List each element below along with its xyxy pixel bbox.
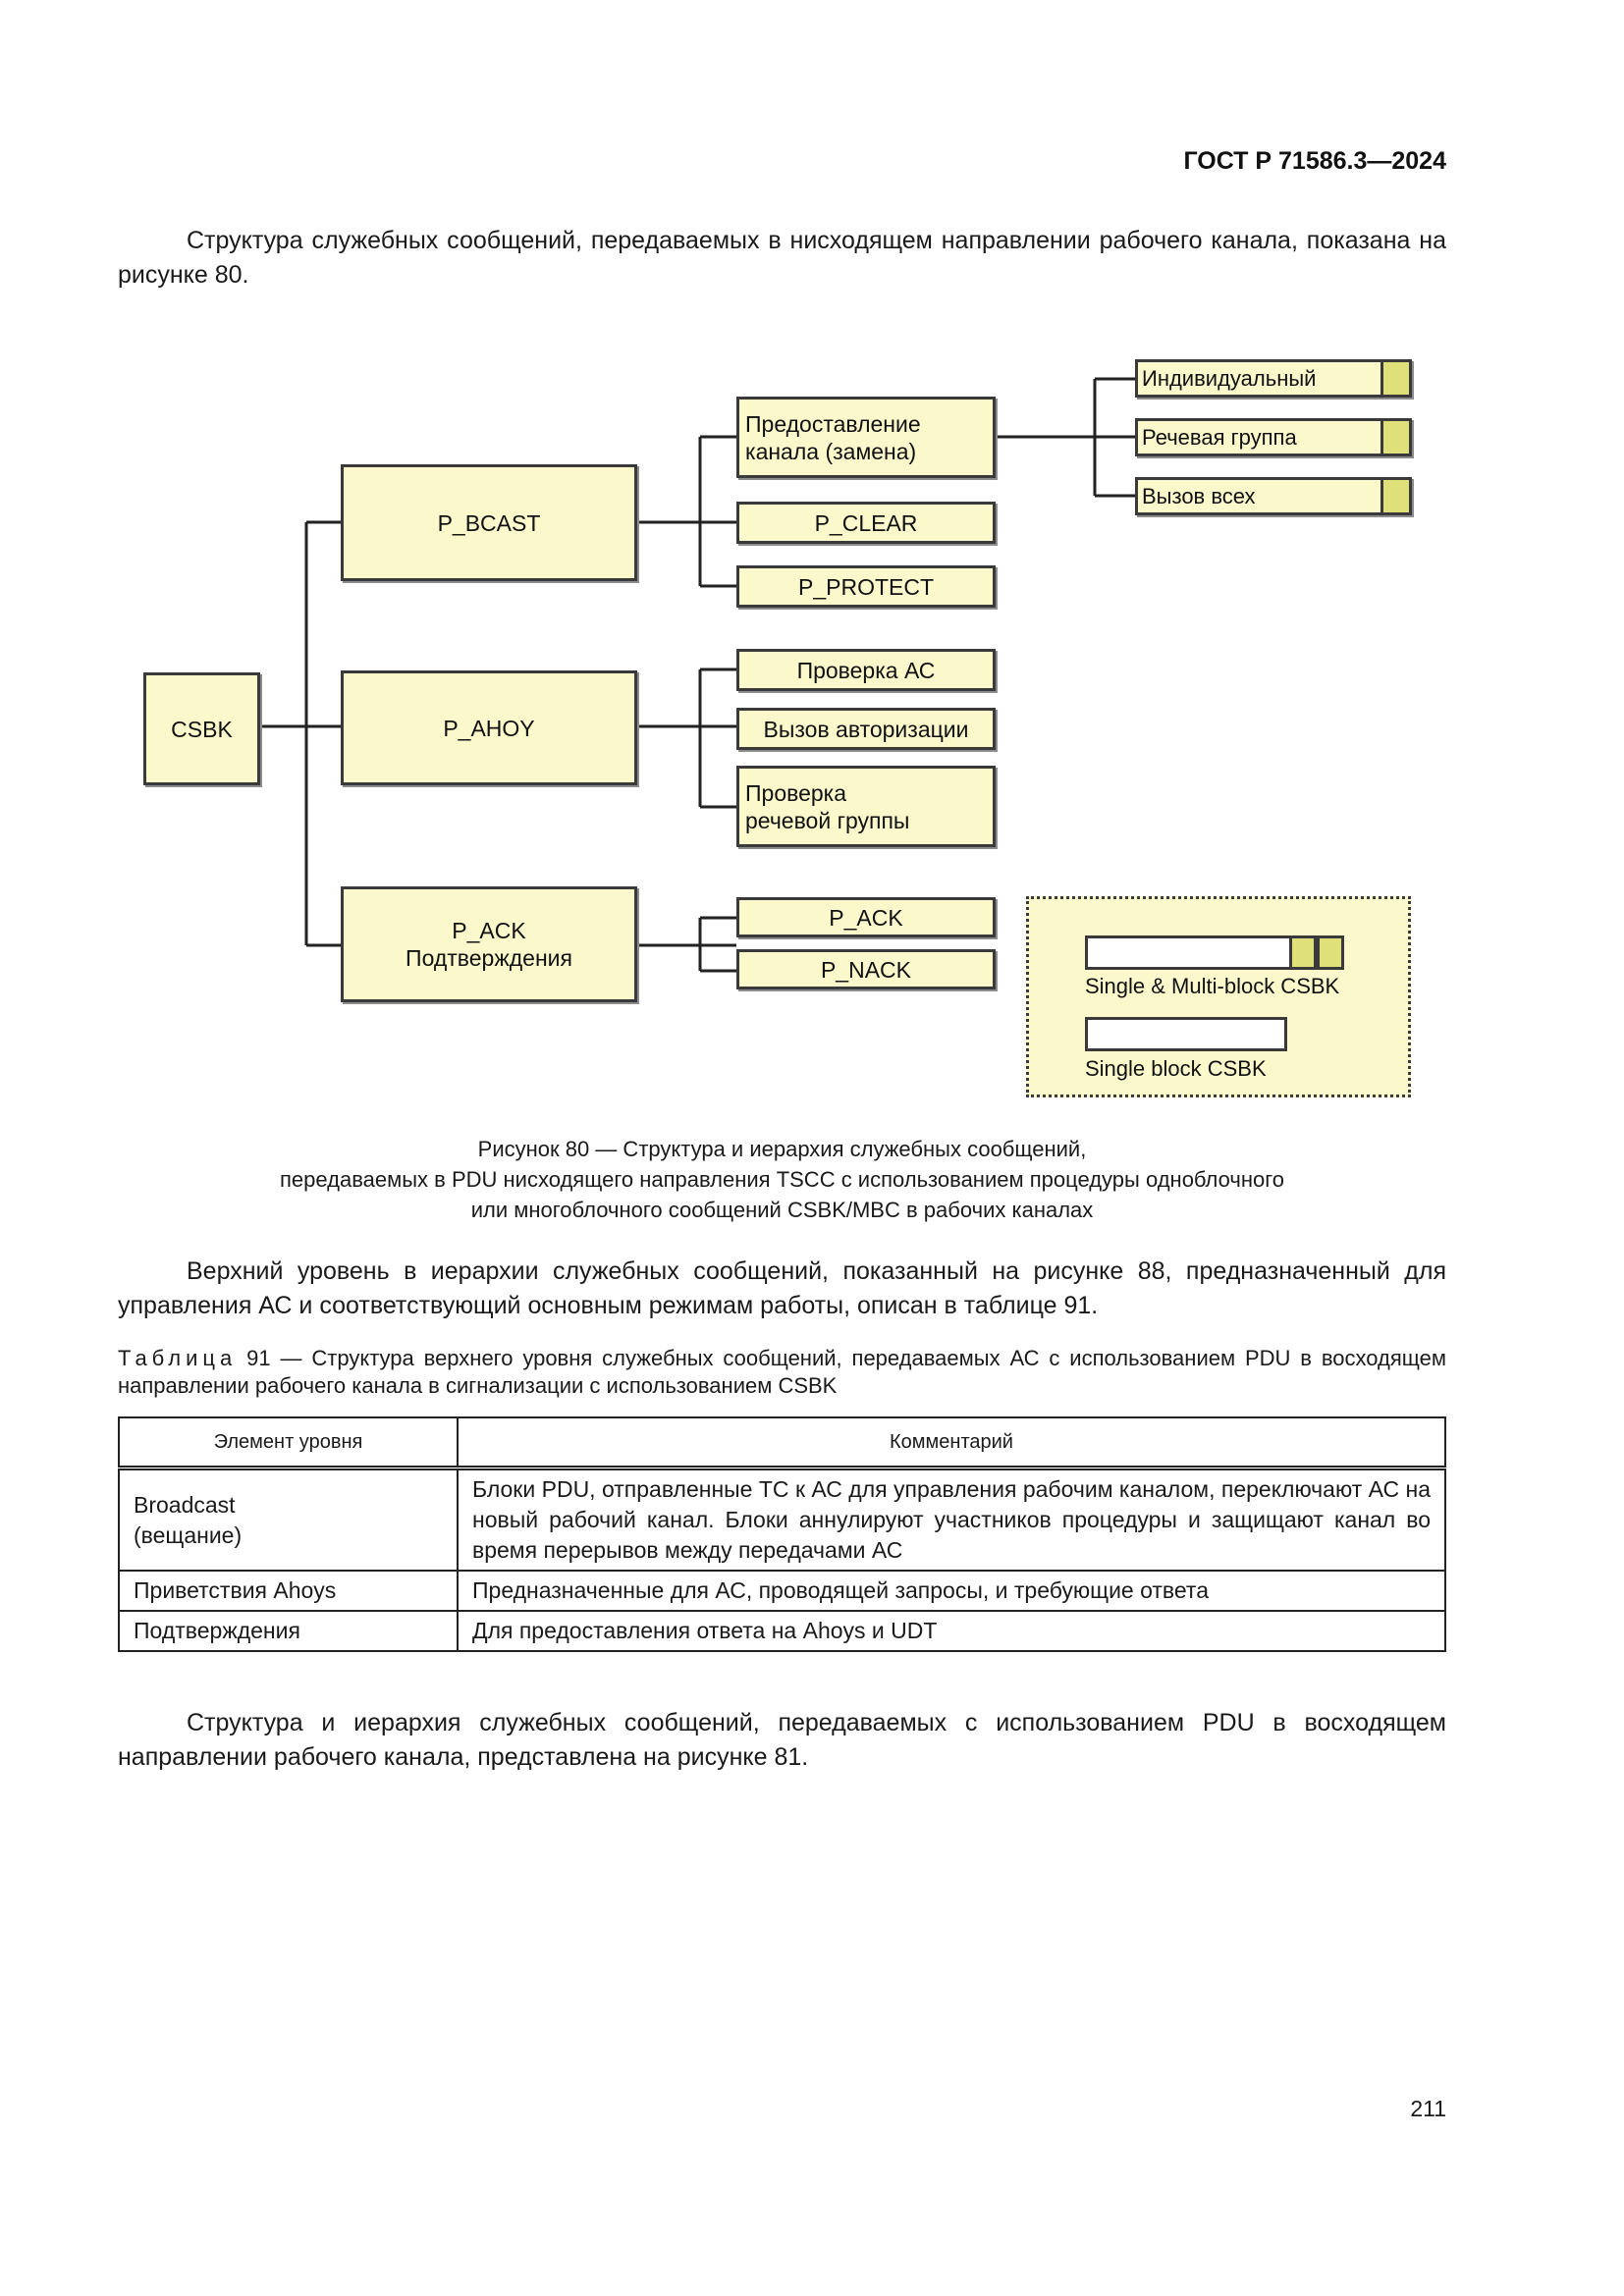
legend-singleblock-label: Single block CSBK (1085, 1056, 1267, 1081)
table-cell-element: Broadcast (вещание) (118, 1467, 459, 1572)
figure-caption-line-3: или многоблочного сообщений CSBK/MBC в р… (470, 1198, 1094, 1222)
page-number: 211 (1410, 2096, 1446, 2121)
table-cell-comment: Блоки PDU, отправленные ТС к АС для упра… (457, 1467, 1446, 1572)
legend-singleblock-swatch (1085, 1017, 1287, 1051)
check-ac-box: Проверка АС (736, 649, 996, 691)
all-call-label: Вызов всех (1142, 483, 1256, 508)
p-clear-box: P_CLEAR (736, 502, 996, 544)
table-title: Таблица 91 — Структура верхнего уровня с… (118, 1345, 1446, 1400)
legend-multiblock-label: Single & Multi-block CSBK (1085, 974, 1340, 998)
table-row: Подтверждения Для предоставления ответа … (118, 1610, 1446, 1652)
table-cell-comment: Предназначенные для АС, проводящей запро… (457, 1570, 1446, 1612)
intro-paragraph: Структура служебных сообщений, передавае… (118, 227, 1446, 289)
table-cell-element: Приветствия Ahoys (118, 1570, 459, 1612)
talkgroup-call-box: Речевая группа (1135, 418, 1412, 456)
table-row: Broadcast (вещание) Блоки PDU, отправлен… (118, 1467, 1446, 1572)
table-cell-comment: Для предоставления ответа на Ahoys и UDT (457, 1610, 1446, 1652)
table-row: Приветствия Ahoys Предназначенные для АС… (118, 1570, 1446, 1612)
legend-cap-1 (1289, 935, 1317, 970)
multiblock-indicator (1380, 359, 1412, 398)
figure-caption-line-2: передаваемых в PDU нисходящего направлен… (280, 1167, 1284, 1192)
element-name: Broadcast (134, 1491, 236, 1518)
authorization-call-box: Вызов авторизации (736, 708, 996, 750)
table-cell-element: Подтверждения (118, 1610, 459, 1652)
p-bcast-box: P_BCAST (341, 464, 637, 581)
csbk-root-box: CSBK (143, 672, 260, 785)
talkgroup-call-label: Речевая группа (1142, 424, 1297, 450)
document-id: ГОСТ Р 71586.3—2024 (1183, 147, 1446, 175)
level-structure-table: Элемент уровня Комментарий Broadcast (ве… (118, 1416, 1446, 1652)
legend-multiblock-swatch (1085, 935, 1344, 970)
closing-paragraph: Структура и иерархия служебных сообщений… (118, 1709, 1446, 1771)
p-ahoy-box: P_AHOY (341, 670, 637, 785)
talkgroup-check-box: Проверка речевой группы (736, 766, 996, 847)
channel-grant-box: Предоставление канала (замена) (736, 397, 996, 478)
p-ack-leaf-box: P_ACK (736, 897, 996, 937)
figure-caption: Рисунок 80 — Структура и иерархия служеб… (118, 1134, 1446, 1225)
individual-call-label: Индивидуальный (1142, 365, 1317, 391)
multiblock-indicator (1380, 418, 1412, 456)
p-ack-box-subtitle: Подтверждения (406, 945, 572, 971)
multiblock-indicator (1380, 477, 1412, 515)
individual-call-box: Индивидуальный (1135, 359, 1412, 398)
all-call-box: Вызов всех (1135, 477, 1412, 515)
p-protect-box: P_PROTECT (736, 565, 996, 608)
p-ack-box-title: P_ACK (452, 918, 526, 943)
table-header-row: Элемент уровня Комментарий (118, 1416, 1446, 1469)
table-label: Таблица (118, 1346, 238, 1370)
legend-cap-2 (1317, 935, 1344, 970)
p-ack-confirmations-box: P_ACK Подтверждения (341, 886, 637, 1002)
p-nack-box: P_NACK (736, 949, 996, 989)
hierarchy-paragraph: Верхний уровень в иерархии служебных соо… (118, 1257, 1446, 1319)
table-title-text: 91 — Структура верхнего уровня служебных… (118, 1346, 1446, 1398)
element-translation: (вещание) (134, 1522, 243, 1548)
diagram-legend: Single & Multi-block CSBK Single block C… (1026, 896, 1411, 1097)
table-header-comment: Комментарий (457, 1416, 1446, 1469)
figure-caption-line-1: Рисунок 80 — Структура и иерархия служеб… (477, 1137, 1087, 1161)
table-header-element: Элемент уровня (118, 1416, 459, 1469)
